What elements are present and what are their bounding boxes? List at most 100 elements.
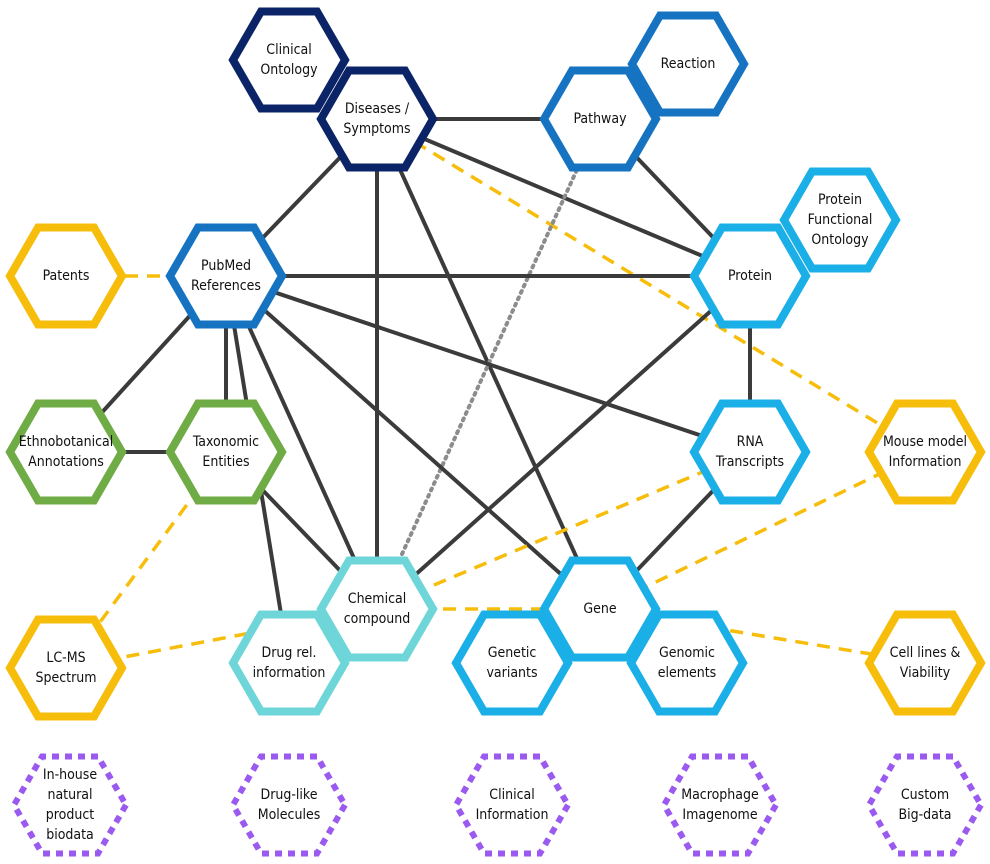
node-genetic-variants: Genetic variants xyxy=(451,610,573,716)
node-genomic-elements: Genomic elements xyxy=(626,610,748,716)
label-in-house-natural-product-biodata-line-2: natural xyxy=(47,787,92,803)
label-custom-big-data-line-2: Big-data xyxy=(898,807,951,823)
label-lc-ms-spectrum-line-2: Spectrum xyxy=(35,670,96,686)
label-custom-big-data-line-1: Custom xyxy=(901,787,949,803)
edge-rna-transcripts-to-chemical-compound xyxy=(376,450,751,611)
label-reaction-line-1: Reaction xyxy=(661,56,716,72)
hexagon-macrophage-imagenome xyxy=(660,753,780,857)
label-macrophage-imagenome-line-2: Imagenome xyxy=(682,807,757,823)
hexagon-custom-big-data xyxy=(865,753,985,857)
hexagon-drug-like-molecules xyxy=(229,753,349,857)
hexagon-mouse-model-information xyxy=(864,399,986,505)
label-protein-functional-ontology-line-1: Protein xyxy=(818,192,862,208)
hexagon-rna-transcripts xyxy=(689,399,811,505)
edge-mouse-model-information-to-gene xyxy=(599,450,926,611)
label-genomic-elements-line-1: Genomic xyxy=(659,645,715,661)
label-pubmed-references-line-1: PubMed xyxy=(201,258,251,274)
hexagon-pathway xyxy=(539,66,661,172)
edge-diseases-symptoms-to-mouse-model-information xyxy=(376,117,926,454)
label-macrophage-imagenome-line-1: Macrophage xyxy=(681,787,759,803)
label-pubmed-references-line-2: References xyxy=(191,278,261,294)
node-rna-transcripts: RNA Transcripts xyxy=(689,399,811,505)
hexagon-ethnobotanical-annotations xyxy=(5,399,127,505)
label-protein-functional-ontology-line-3: Ontology xyxy=(811,232,869,248)
label-mouse-model-information-line-1: Mouse model xyxy=(883,434,967,450)
label-taxonomic-entities-line-2: Entities xyxy=(202,454,249,470)
node-cell-lines-viability: Cell lines &Viability xyxy=(864,610,986,716)
hexagon-patents xyxy=(5,223,127,329)
hexagon-cell-lines-viability xyxy=(864,610,986,716)
label-patents-line-1: Patents xyxy=(43,268,90,284)
label-protein-functional-ontology-line-2: Functional xyxy=(808,212,873,228)
label-in-house-natural-product-biodata-line-1: In-house xyxy=(43,767,97,783)
label-ethnobotanical-annotations-line-2: Annotations xyxy=(28,454,104,470)
edge-pubmed-references-to-rna-transcripts xyxy=(225,274,751,454)
hexagon-taxonomic-entities xyxy=(165,399,287,505)
hexagon-clinical-ontology xyxy=(228,7,350,113)
label-drug-rel-information-line-2: information xyxy=(253,665,326,681)
label-clinical-ontology-line-1: Clinical xyxy=(266,42,311,58)
label-pathway-line-1: Pathway xyxy=(573,111,627,127)
label-genetic-variants-line-1: Genetic xyxy=(488,645,537,661)
label-ethnobotanical-annotations-line-1: Ethnobotanical xyxy=(19,434,114,450)
hexagon-diseases-symptoms xyxy=(316,66,438,172)
label-cell-lines-viability-line-2: Viability xyxy=(900,665,951,681)
label-rna-transcripts-line-1: RNA xyxy=(737,434,764,450)
node-patents: Patents xyxy=(5,223,127,329)
label-clinical-ontology-line-2: Ontology xyxy=(260,62,318,78)
label-clinical-information-line-1: Clinical xyxy=(489,787,534,803)
label-diseases-symptoms-line-1: Diseases / xyxy=(345,101,410,117)
label-drug-like-molecules-line-2: Molecules xyxy=(258,807,321,823)
hexagon-protein-functional-ontology xyxy=(779,167,901,273)
hexagon-genetic-variants xyxy=(451,610,573,716)
label-drug-like-molecules-line-1: Drug-like xyxy=(261,787,318,803)
hexagon-in-house-natural-product-biodata xyxy=(10,753,130,857)
label-drug-rel-information-line-1: Drug rel. xyxy=(262,645,317,661)
hexagon-protein xyxy=(689,223,811,329)
node-lc-ms-spectrum: LC-MS Spectrum xyxy=(5,615,127,721)
hexagon-lc-ms-spectrum xyxy=(5,615,127,721)
label-in-house-natural-product-biodata-line-3: product xyxy=(46,807,94,823)
hexagon-chemical-compound xyxy=(316,556,438,662)
node-in-house-natural-product-biodata: In-house natural product biodata xyxy=(10,753,130,857)
hexagon-pubmed-references xyxy=(165,223,287,329)
node-diseases-symptoms: Diseases / Symptoms xyxy=(316,66,438,172)
hexagon-genomic-elements xyxy=(626,610,748,716)
edge-pubmed-references-to-chemical-compound xyxy=(224,275,379,610)
node-protein: Protein xyxy=(689,223,811,329)
label-lc-ms-spectrum-line-1: LC-MS xyxy=(46,650,85,666)
label-mouse-model-information-line-2: Information xyxy=(889,454,962,470)
edge-pubmed-references-to-gene xyxy=(224,274,602,611)
label-gene-line-1: Gene xyxy=(583,601,616,617)
label-rna-transcripts-line-2: Transcripts xyxy=(715,454,784,470)
node-chemical-compound: Chemical compound xyxy=(316,556,438,662)
hexagon-reaction xyxy=(627,11,749,117)
node-gene: Gene xyxy=(539,556,661,662)
hexagon-gene xyxy=(539,556,661,662)
label-chemical-compound-line-2: compound xyxy=(344,611,411,627)
edge-protein-to-chemical-compound xyxy=(375,274,752,611)
node-pathway: Pathway xyxy=(539,66,661,172)
label-taxonomic-entities-line-1: Taxonomic xyxy=(192,434,259,450)
label-genomic-elements-line-2: elements xyxy=(658,665,717,681)
node-drug-rel-information: Drug rel. information xyxy=(228,610,350,716)
label-clinical-information-line-2: Information xyxy=(476,807,549,823)
label-genetic-variants-line-2: variants xyxy=(486,665,537,681)
label-protein-line-1: Protein xyxy=(728,268,772,284)
label-diseases-symptoms-line-2: Symptoms xyxy=(343,121,410,137)
hexagon-clinical-information xyxy=(452,753,572,857)
label-chemical-compound-line-1: Chemical xyxy=(348,591,406,607)
label-in-house-natural-product-biodata-line-4: biodata xyxy=(46,827,94,843)
